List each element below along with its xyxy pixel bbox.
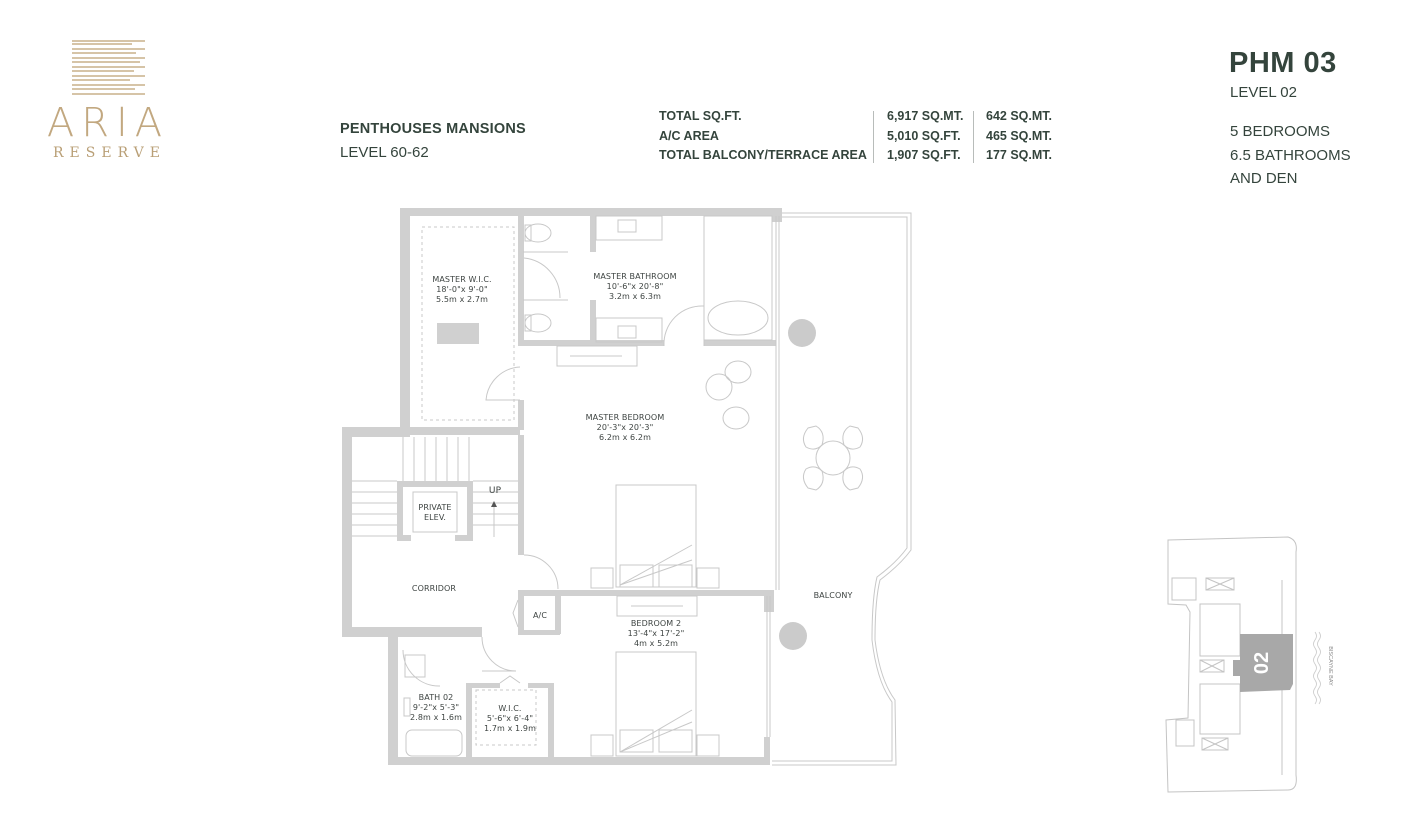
column (788, 319, 816, 347)
room-label-wic: W.I.C.5'-6"x 6'-4"1.7m x 1.9m (484, 704, 536, 733)
column (779, 622, 807, 650)
water-waves-icon (1313, 631, 1321, 705)
brand-logo (40, 36, 180, 166)
brand-name: ARIA (46, 100, 170, 146)
stats-metric: 642 SQ.MT. (986, 109, 1052, 123)
unit-spec-den: AND DEN (1230, 170, 1298, 187)
stats-label: TOTAL BALCONY/TERRACE AREA (659, 148, 867, 162)
unit-title: PHM 03 (1229, 47, 1337, 79)
keyplan-waterfront-label: BISCAYNE BAY (1327, 646, 1333, 686)
project-title: PENTHOUSES MANSIONS (340, 121, 526, 137)
stair-arrow-icon (491, 501, 497, 507)
stats-divider (873, 111, 874, 163)
room-label-ac: A/C (532, 611, 548, 620)
project-level: LEVEL 60-62 (340, 144, 429, 161)
room-label-corridor: CORRIDOR (411, 584, 457, 593)
brand-subname: RESERVE (53, 145, 166, 161)
unit-level: LEVEL 02 (1230, 84, 1297, 101)
stats-metric: 177 SQ.MT. (986, 148, 1052, 162)
stats-metric: 465 SQ.MT. (986, 128, 1052, 143)
stats-imperial: 6,917 SQ.MT. (887, 109, 964, 123)
keyplan-unit-highlight (1233, 634, 1293, 692)
unit-specs: 5 BEDROOMS 6.5 BATHROOMS AND DEN (1230, 120, 1351, 191)
logo-lines-icon (72, 40, 145, 95)
walls (342, 208, 782, 765)
stats-label: A/C AREA (659, 128, 719, 143)
unit-spec-bedrooms: 5 BEDROOMS (1230, 123, 1331, 140)
stats-imperial: 5,010 SQ.FT. (887, 128, 961, 143)
stair-up-label: UP (488, 486, 502, 496)
stats-label: TOTAL SQ.FT. (659, 109, 742, 123)
keyplan-unit-number: 02 (1251, 651, 1273, 675)
stats-imperial: 1,907 SQ.FT. (887, 148, 961, 162)
room-label-master-wic: MASTER W.I.C.18'-0"x 9'-0"5.5m x 2.7m (432, 275, 492, 304)
room-label-balcony: BALCONY (813, 591, 853, 600)
stats-divider (973, 111, 974, 163)
unit-spec-bathrooms: 6.5 BATHROOMS (1230, 146, 1351, 164)
fixtures (352, 212, 912, 766)
